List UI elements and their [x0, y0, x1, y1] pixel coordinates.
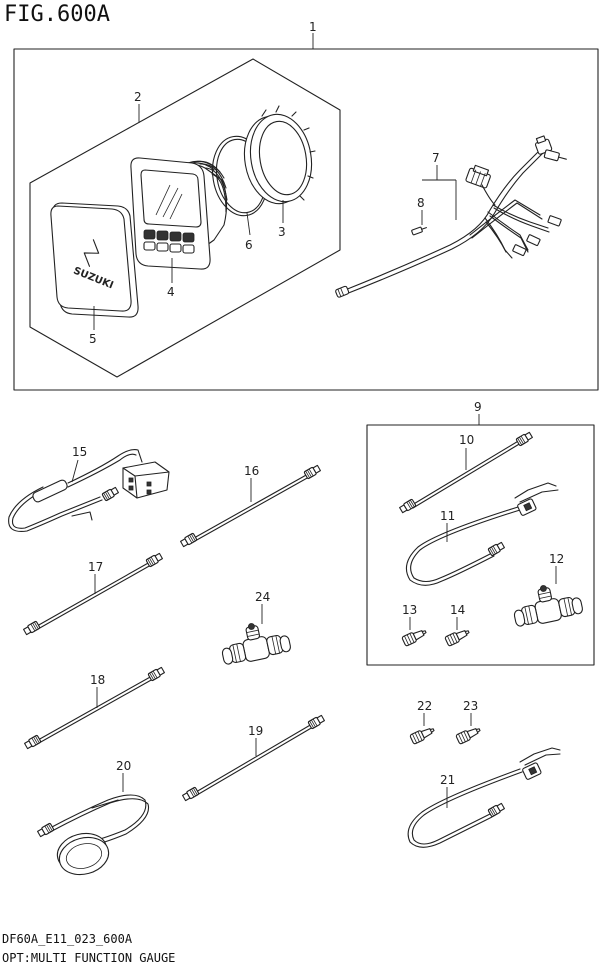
svg-text:13: 13 [402, 603, 417, 617]
extension-cable-icon [179, 463, 322, 549]
svg-text:7: 7 [432, 151, 440, 165]
svg-text:16: 16 [244, 464, 259, 478]
svg-text:19: 19 [248, 724, 263, 738]
network-kit-frame-icon [366, 424, 595, 666]
svg-text:20: 20 [116, 759, 131, 773]
callout-22: 22 [417, 699, 432, 726]
callout-17: 17 [88, 560, 103, 594]
svg-text:9: 9 [474, 400, 482, 414]
svg-text:8: 8 [417, 196, 425, 210]
callout-12: 12 [549, 552, 564, 584]
mounting-nut-icon [243, 105, 316, 205]
callout-8: 8 [417, 196, 425, 225]
extension-cable-icon [23, 665, 166, 751]
svg-text:6: 6 [245, 238, 253, 252]
figure-caption: OPT:MULTI FUNCTION GAUGE [2, 951, 176, 965]
callout-18: 18 [90, 673, 105, 708]
callout-19: 19 [248, 724, 263, 756]
callout-4: 4 [167, 258, 175, 299]
svg-text:10: 10 [459, 433, 474, 447]
svg-text:11: 11 [440, 509, 455, 523]
svg-text:4: 4 [167, 285, 175, 299]
callout-13: 13 [402, 603, 417, 630]
callout-9: 9 [474, 400, 482, 425]
callout-21: 21 [440, 773, 455, 808]
t-connector-icon [508, 577, 585, 630]
drop-cable-icon [398, 430, 534, 515]
svg-text:2: 2 [134, 90, 142, 104]
callout-6: 6 [245, 212, 253, 252]
svg-text:18: 18 [90, 673, 105, 687]
svg-text:14: 14 [450, 603, 465, 617]
wiring-harness-icon [335, 135, 567, 298]
gauge-set-frame-icon [29, 58, 341, 378]
sensor-icon [36, 794, 150, 876]
svg-text:21: 21 [440, 773, 455, 787]
adapter-cable-icon [8, 449, 170, 532]
figure-code: DF60A_E11_023_600A [2, 932, 133, 946]
terminator-icon [455, 724, 483, 745]
svg-text:23: 23 [463, 699, 478, 713]
multi-function-gauge-icon [130, 157, 228, 270]
callout-16: 16 [244, 464, 259, 502]
extension-cable-icon [22, 551, 164, 637]
svg-text:22: 22 [417, 699, 432, 713]
svg-text:12: 12 [549, 552, 564, 566]
callout-3: 3 [278, 200, 286, 239]
svg-text:17: 17 [88, 560, 103, 574]
callout-24: 24 [255, 590, 270, 624]
terminator-icon [409, 724, 437, 745]
callout-number: 1 [309, 20, 317, 34]
callout-20: 20 [116, 759, 131, 792]
svg-text:5: 5 [89, 332, 97, 346]
figure-title: FIG.600A [4, 2, 110, 27]
callout-14: 14 [450, 603, 465, 630]
terminator-icon [444, 626, 472, 647]
callout-15: 15 [71, 445, 87, 483]
callout-23: 23 [463, 699, 478, 726]
gauge-cover-icon: SUZUKI [50, 202, 139, 318]
power-cable-icon [407, 747, 561, 848]
svg-text:3: 3 [278, 225, 286, 239]
callout-2: 2 [134, 90, 142, 123]
t-connector-icon [216, 615, 293, 668]
extension-cable-icon [181, 713, 326, 803]
svg-text:24: 24 [255, 590, 270, 604]
assembly-frame-icon [13, 48, 599, 391]
callout-1: 1 [309, 20, 317, 49]
svg-text:15: 15 [72, 445, 87, 459]
callout-11: 11 [440, 509, 455, 542]
callout-10: 10 [459, 433, 474, 470]
terminator-icon [401, 626, 429, 647]
pin-icon [411, 226, 427, 236]
callout-7: 7 [422, 151, 457, 220]
callout-5: 3 5 [89, 306, 97, 346]
